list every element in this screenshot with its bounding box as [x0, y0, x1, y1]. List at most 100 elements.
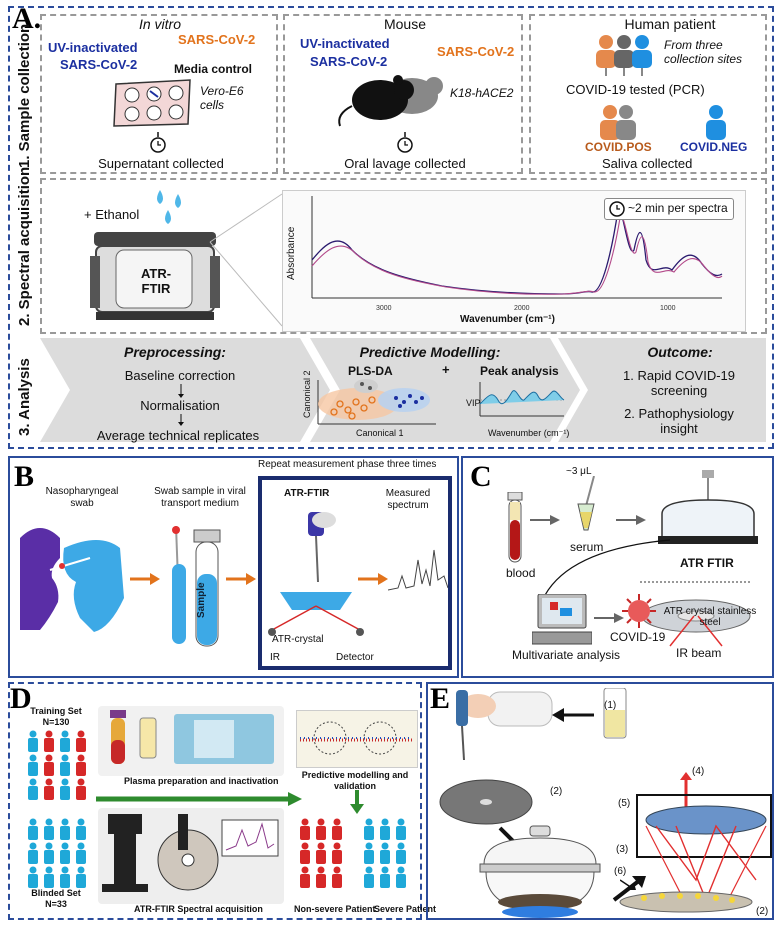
ethanol-drops-icon: [157, 190, 181, 224]
row-spectral-label: 2. Spectral acquisition: [16, 166, 33, 326]
panel-e-letter: E: [430, 682, 451, 715]
person-icon: [380, 818, 390, 840]
peak-analysis-label: Peak analysis: [480, 364, 559, 378]
ir-label: IR: [270, 652, 280, 663]
clock-icon: [150, 132, 166, 153]
pre-step-1: Baseline correction: [124, 368, 236, 383]
outcome-2: 2. Pathophysiology insight: [624, 406, 734, 436]
outcome-title: Outcome:: [647, 344, 713, 360]
pre-step-3: Average technical replicates: [96, 428, 260, 443]
zoom-lines: [209, 193, 283, 327]
measured-spectrum-label: Measured spectrum: [385, 488, 431, 511]
atr-ftir-device-label: ATR- FTIR: [140, 266, 172, 296]
in-vitro-collected: Supernatant collected: [98, 156, 224, 171]
person-icon: [76, 730, 86, 752]
plsda-xaxis-label: Canonical 1: [356, 428, 404, 438]
person-icon: [332, 818, 342, 840]
computer-icon: [532, 594, 592, 645]
person-grid: [28, 730, 86, 800]
person-icon: [316, 818, 326, 840]
blinded-people: [26, 818, 96, 895]
person-icon: [28, 730, 38, 752]
label-2b: (2): [756, 906, 769, 917]
in-vitro-title: In vitro: [138, 16, 181, 32]
mouse-box: [283, 14, 523, 174]
person-grid: [364, 818, 406, 888]
covid-19-label: COVID-19: [610, 630, 666, 644]
ethanol-label: + Ethanol: [84, 207, 140, 222]
person-icon: [44, 730, 54, 752]
panel-b-letter: B: [14, 460, 35, 493]
crystal-label: ATR crystal stainless steel: [663, 606, 757, 628]
black-arrow-icon: [552, 708, 594, 722]
spectrum-ylabel: Absorbance: [286, 226, 297, 280]
spectrum-plot: 3000 2000 1000: [311, 196, 723, 312]
plasma-tubes-icon: [110, 710, 274, 764]
in-vitro-cells-label: Vero-E6 cells: [200, 84, 244, 112]
panel-b-frame: [8, 456, 459, 678]
in-vitro-box: [40, 14, 278, 174]
person-icon: [60, 754, 70, 776]
detector-label: Detector: [336, 652, 374, 663]
panel-c-letter: C: [470, 460, 492, 493]
person-icon: [28, 778, 38, 800]
sample-tube-label: Sample: [196, 582, 207, 618]
human-title: Human patient: [624, 16, 716, 32]
swab-tube-icon: [172, 525, 221, 647]
arrow-icon: [358, 573, 388, 585]
atr-ftir-device-icon: [90, 232, 220, 320]
person-icon: [316, 866, 326, 888]
person-icon: [76, 754, 86, 776]
atr-ftir-instrument-icon: [658, 470, 758, 544]
human-collected: Saliva collected: [602, 156, 693, 171]
panel-d-letter: D: [10, 682, 32, 715]
label-2: (2): [550, 786, 563, 797]
acquisition-label: ATR-FTIR Spectral acquisition: [134, 904, 263, 914]
spectrum-xlabel: Wavenumber (cm⁻¹): [460, 314, 555, 325]
nonsevere-people: [298, 818, 358, 895]
label-1: (1): [604, 700, 617, 711]
predictive-plot: [300, 721, 412, 755]
severe-people: [362, 818, 422, 895]
covid-pos-people-icon: [600, 105, 636, 140]
person-icon: [44, 866, 54, 888]
person-icon: [300, 818, 310, 840]
person-icon: [44, 778, 54, 800]
plsda-yaxis-label: Canonical 2: [302, 370, 312, 418]
in-vitro-sars-orange: SARS-CoV-2: [178, 32, 256, 47]
person-icon: [396, 818, 406, 840]
atr-ftir-label: ATR FTIR: [680, 556, 734, 570]
person-icon: [332, 866, 342, 888]
person-icon: [28, 842, 38, 864]
panel-a-letter: A.: [12, 2, 42, 35]
arrow-icon: [226, 573, 256, 585]
in-vitro-sars-blue: SARS-CoV-2: [60, 57, 138, 72]
mouse-icon: [338, 75, 443, 127]
person-icon: [300, 842, 310, 864]
mouse-sars-blue: SARS-CoV-2: [310, 54, 388, 69]
panel-e-frame: [426, 682, 774, 920]
atr-acquisition-icon: [102, 814, 279, 892]
training-set-label: Training Set N=130: [30, 706, 82, 727]
multivariate-label: Multivariate analysis: [512, 648, 621, 662]
clock-icon: [609, 201, 625, 217]
nasopharyngeal-label: Nasopharyngeal swab: [45, 486, 119, 509]
spectral-row-box: [40, 178, 767, 334]
mouse-title: Mouse: [383, 16, 427, 32]
person-icon: [44, 754, 54, 776]
human-box: [529, 14, 767, 174]
vip-xlabel: Wavenumber (cm⁻¹): [488, 428, 570, 438]
mouse-collected: Oral lavage collected: [344, 156, 466, 171]
person-icon: [60, 842, 70, 864]
predictive-title: Predictive Modelling:: [359, 344, 501, 360]
preprocessing-title: Preprocessing:: [124, 344, 226, 360]
person-icon: [332, 842, 342, 864]
person-icon: [76, 842, 86, 864]
plsda-scatter-icon: [317, 379, 436, 425]
label-3: (3): [616, 844, 629, 855]
person-grid: [300, 818, 342, 888]
black-arrow-icon: [612, 876, 646, 902]
atr-measure-box: [258, 476, 452, 670]
person-icon: [76, 866, 86, 888]
person-icon: [76, 818, 86, 840]
